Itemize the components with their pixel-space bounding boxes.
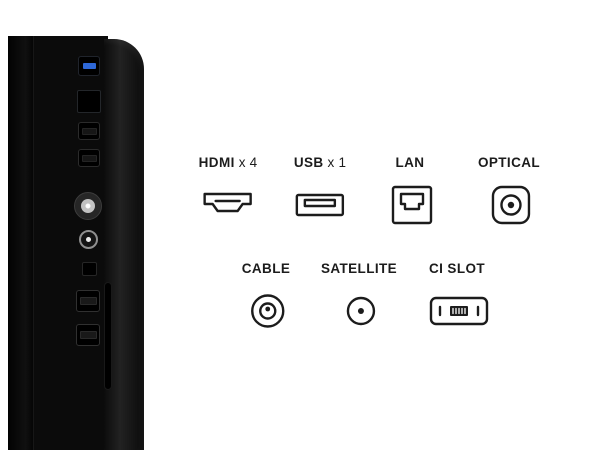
usb-icon <box>295 193 345 217</box>
tv-hdmi-port-1 <box>78 122 100 140</box>
optical-icon <box>491 185 531 225</box>
hdmi-slot <box>79 331 97 339</box>
tv-hdmi-port-3 <box>76 290 100 312</box>
tv-hdmi-port-2 <box>78 149 100 167</box>
tv-optical-port <box>82 262 97 276</box>
port-name: OPTICAL <box>477 155 541 170</box>
icon-box <box>428 285 490 337</box>
hdmi-slot <box>81 127 97 135</box>
icon-box <box>248 285 288 337</box>
hdmi-icon <box>203 192 253 213</box>
satellite-hole <box>86 237 91 242</box>
lan-icon <box>391 185 433 225</box>
port-legend-optical: OPTICAL <box>478 155 544 231</box>
tv-slot-recess <box>104 282 112 390</box>
icon-box <box>201 179 255 231</box>
port-label: CI SLOT <box>429 261 489 277</box>
tv-satellite-port <box>79 230 98 249</box>
port-label: OPTICAL <box>478 155 544 171</box>
port-name: CI SLOT <box>428 261 486 276</box>
port-label: LAN <box>396 155 429 171</box>
satellite-icon <box>346 296 376 326</box>
hdmi-slot <box>79 297 97 305</box>
tv-side-panel <box>0 36 148 450</box>
port-name: HDMI <box>198 155 235 170</box>
icon-box <box>344 285 378 337</box>
tv-usb-port <box>78 56 100 76</box>
port-name: LAN <box>395 155 425 170</box>
ci-slot-icon <box>429 296 489 326</box>
tv-antenna-port <box>74 192 102 220</box>
port-legend-ci-slot: CI SLOT <box>428 261 490 337</box>
tv-front-bezel <box>8 36 34 450</box>
port-name: USB <box>293 155 324 170</box>
port-count: x 1 <box>327 155 347 170</box>
antenna-hole <box>85 203 91 209</box>
hdmi-slot <box>81 154 97 162</box>
port-legend-cable: CABLE <box>242 261 295 337</box>
port-legend-satellite: SATELLITE <box>321 261 401 337</box>
antenna-ring <box>81 199 95 213</box>
port-label: SATELLITE <box>321 261 401 277</box>
usb-tongue <box>82 63 96 69</box>
port-name: CABLE <box>241 261 291 276</box>
icon-box <box>294 179 346 231</box>
port-label: CABLE <box>242 261 295 277</box>
tv-hdmi-port-4 <box>76 324 100 346</box>
port-legend-lan: LAN <box>389 155 435 231</box>
port-name: SATELLITE <box>320 261 398 276</box>
tv-lan-port <box>77 90 101 113</box>
cable-icon <box>251 294 285 328</box>
icon-box <box>489 179 533 231</box>
icon-box <box>389 179 435 231</box>
port-count: x 4 <box>238 155 258 170</box>
